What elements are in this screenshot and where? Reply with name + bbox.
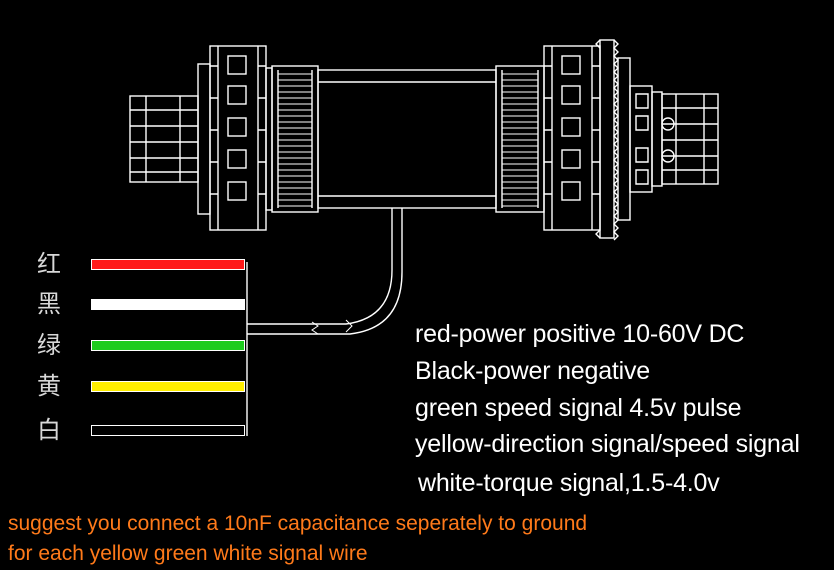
wire-bar-green [91,340,245,351]
legend-yellow: yellow-direction signal/speed signal [415,430,800,458]
wire-label-green: 绿 [37,331,61,359]
wire-bar-black [91,299,245,310]
left-spindle [129,95,199,183]
right-cup [543,45,601,231]
sensor-tube [317,69,497,209]
sensor-cable [246,208,403,436]
left-thread [271,65,319,213]
legend-black: Black-power negative [415,357,651,385]
wire-bar-yellow [91,381,245,392]
legend-white: white-torque signal,1.5-4.0v [418,469,720,497]
note-line-1: suggest you connect a 10nF capacitance s… [8,512,588,535]
wire-bar-red [91,259,245,270]
gear-ring [595,39,631,241]
right-spindle [629,85,719,193]
wire-bar-white [91,425,245,436]
legend-red: red-power positive 10-60V DC [415,320,745,348]
left-cup [197,45,273,231]
wire-label-red: 红 [37,250,61,278]
wire-label-yellow: 黄 [37,372,61,400]
right-thread [495,65,545,213]
wire-label-black: 黑 [37,290,61,318]
note-line-2: for each yellow green white signal wire [8,542,368,565]
legend-green: green speed signal 4.5v pulse [415,394,742,422]
wire-label-white: 白 [37,416,61,444]
